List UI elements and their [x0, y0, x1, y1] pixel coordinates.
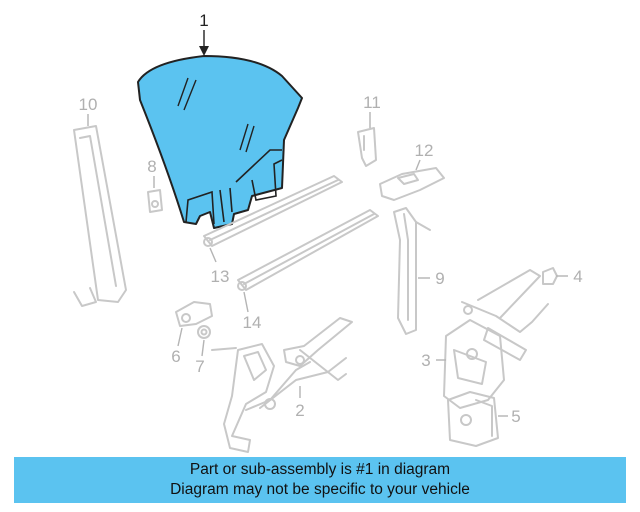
part-14-seal [237, 209, 379, 291]
callout-13: 13 [211, 267, 230, 286]
part-4-nut [542, 267, 558, 285]
part-12-guide [379, 167, 445, 201]
part-13-seal [203, 175, 343, 247]
callout-4: 4 [573, 267, 582, 286]
part-2-regulator [211, 317, 353, 453]
callout-10: 10 [79, 95, 98, 114]
part-7-bushing [197, 325, 211, 339]
parts-diagram: 1 2 3 4 5 6 7 8 9 10 11 12 13 14 [73, 11, 583, 453]
callout-5: 5 [511, 407, 520, 426]
part-9-channel [393, 207, 431, 335]
callout-3: 3 [421, 351, 430, 370]
callout-11: 11 [363, 93, 381, 112]
part-6-pivot [175, 301, 213, 327]
callout-2: 2 [295, 401, 304, 420]
part-3-regulator [443, 269, 549, 409]
part-10-frame [73, 125, 127, 307]
callout-numbers: 1 2 3 4 5 6 7 8 9 10 11 12 13 14 [79, 11, 583, 426]
callout-8: 8 [147, 157, 156, 176]
part-11-bracket [357, 127, 377, 167]
banner-line-2: Diagram may not be specific to your vehi… [170, 481, 470, 498]
banner-line-1: Part or sub-assembly is #1 in diagram [189, 461, 451, 478]
callout-14: 14 [243, 313, 262, 332]
part-5-motor [447, 391, 499, 447]
callout-leaders [87, 30, 568, 417]
callout-1: 1 [199, 11, 208, 30]
callout-12: 12 [415, 141, 434, 160]
info-banner: Part or sub-assembly is #1 in diagram Di… [14, 457, 626, 503]
callout-7: 7 [195, 357, 204, 376]
part-1-glass [137, 55, 303, 229]
part-8-clip [147, 189, 163, 213]
callout-9: 9 [435, 269, 444, 288]
callout-6: 6 [171, 347, 180, 366]
